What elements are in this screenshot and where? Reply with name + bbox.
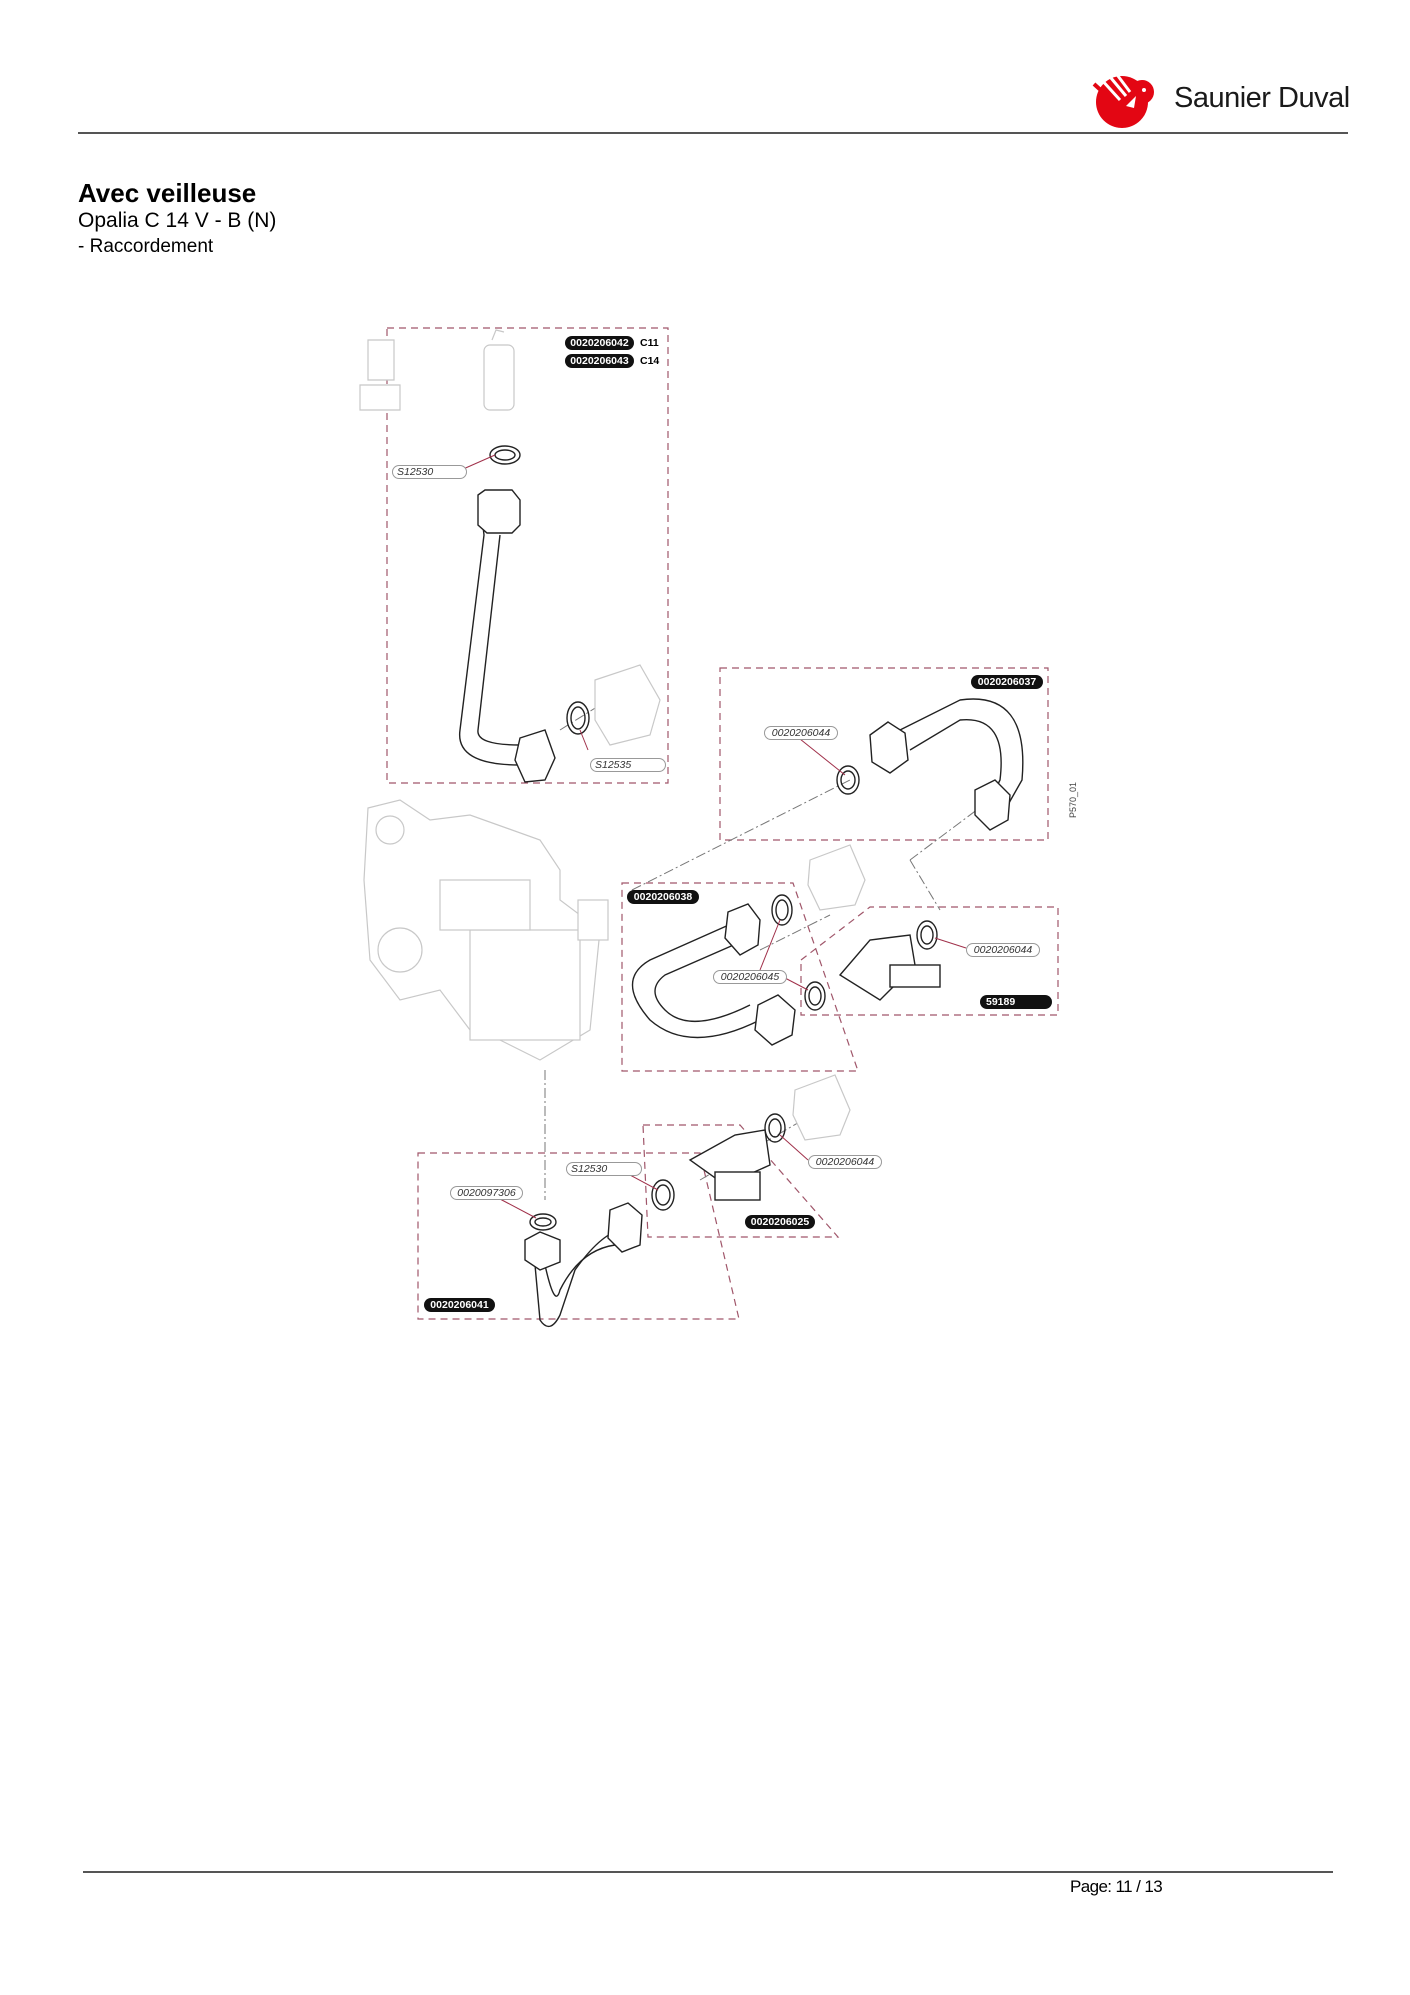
header-divider bbox=[78, 132, 1348, 134]
brand-logo: Saunier Duval bbox=[1090, 66, 1352, 130]
part-label-0020206025: 0020206025 bbox=[745, 1215, 815, 1229]
part-label-0020206045: 0020206045 bbox=[713, 970, 787, 984]
box-lower-valve bbox=[642, 1124, 840, 1238]
part-label-0020206042: 0020206042 bbox=[565, 336, 634, 350]
drawing-reference: P570_01 bbox=[1068, 781, 1078, 818]
part-label-0020206038: 0020206038 bbox=[627, 890, 699, 904]
section-name: - Raccordement bbox=[78, 236, 214, 257]
group-boxes bbox=[386, 327, 1059, 1320]
gas-valve-block bbox=[363, 799, 609, 1061]
box-lower-pipe bbox=[417, 1152, 740, 1320]
part-label-0020206044-right: 0020206044 bbox=[966, 943, 1040, 957]
part-label-s12530-top: S12530 bbox=[392, 465, 467, 479]
part-label-0020206044-lower: 0020206044 bbox=[808, 1155, 882, 1169]
variant-label-c11: C11 bbox=[640, 337, 659, 349]
pipes-and-parts bbox=[459, 445, 1024, 1328]
box-middle-pipe bbox=[621, 882, 859, 1072]
part-label-0020097306: 0020097306 bbox=[450, 1186, 523, 1200]
footer-divider bbox=[83, 1871, 1333, 1873]
part-label-s12535: S12535 bbox=[590, 758, 666, 772]
model-name: Opalia C 14 V - B (N) bbox=[78, 209, 277, 232]
box-right-valve bbox=[800, 906, 1059, 1016]
box-upper-pipe bbox=[719, 667, 1049, 841]
page-number: Page: 11 / 13 bbox=[1070, 1877, 1163, 1896]
page-title: Avec veilleuse bbox=[78, 178, 257, 208]
part-label-0020206044-upper: 0020206044 bbox=[764, 726, 838, 740]
part-label-0020206043: 0020206043 bbox=[565, 354, 634, 368]
variant-label-c14: C14 bbox=[640, 355, 660, 367]
part-label-0020206037: 0020206037 bbox=[971, 675, 1043, 689]
bird-logo-icon bbox=[1092, 67, 1154, 128]
part-label-s12530-lower: S12530 bbox=[566, 1162, 642, 1176]
part-label-0020206041: 0020206041 bbox=[424, 1298, 495, 1312]
part-label-59189: 59189 bbox=[980, 995, 1052, 1009]
faded-connectors bbox=[359, 329, 866, 1141]
leader-lines bbox=[460, 454, 967, 1219]
brand-name: Saunier Duval bbox=[1174, 82, 1350, 114]
box-top-pipe bbox=[386, 327, 669, 784]
